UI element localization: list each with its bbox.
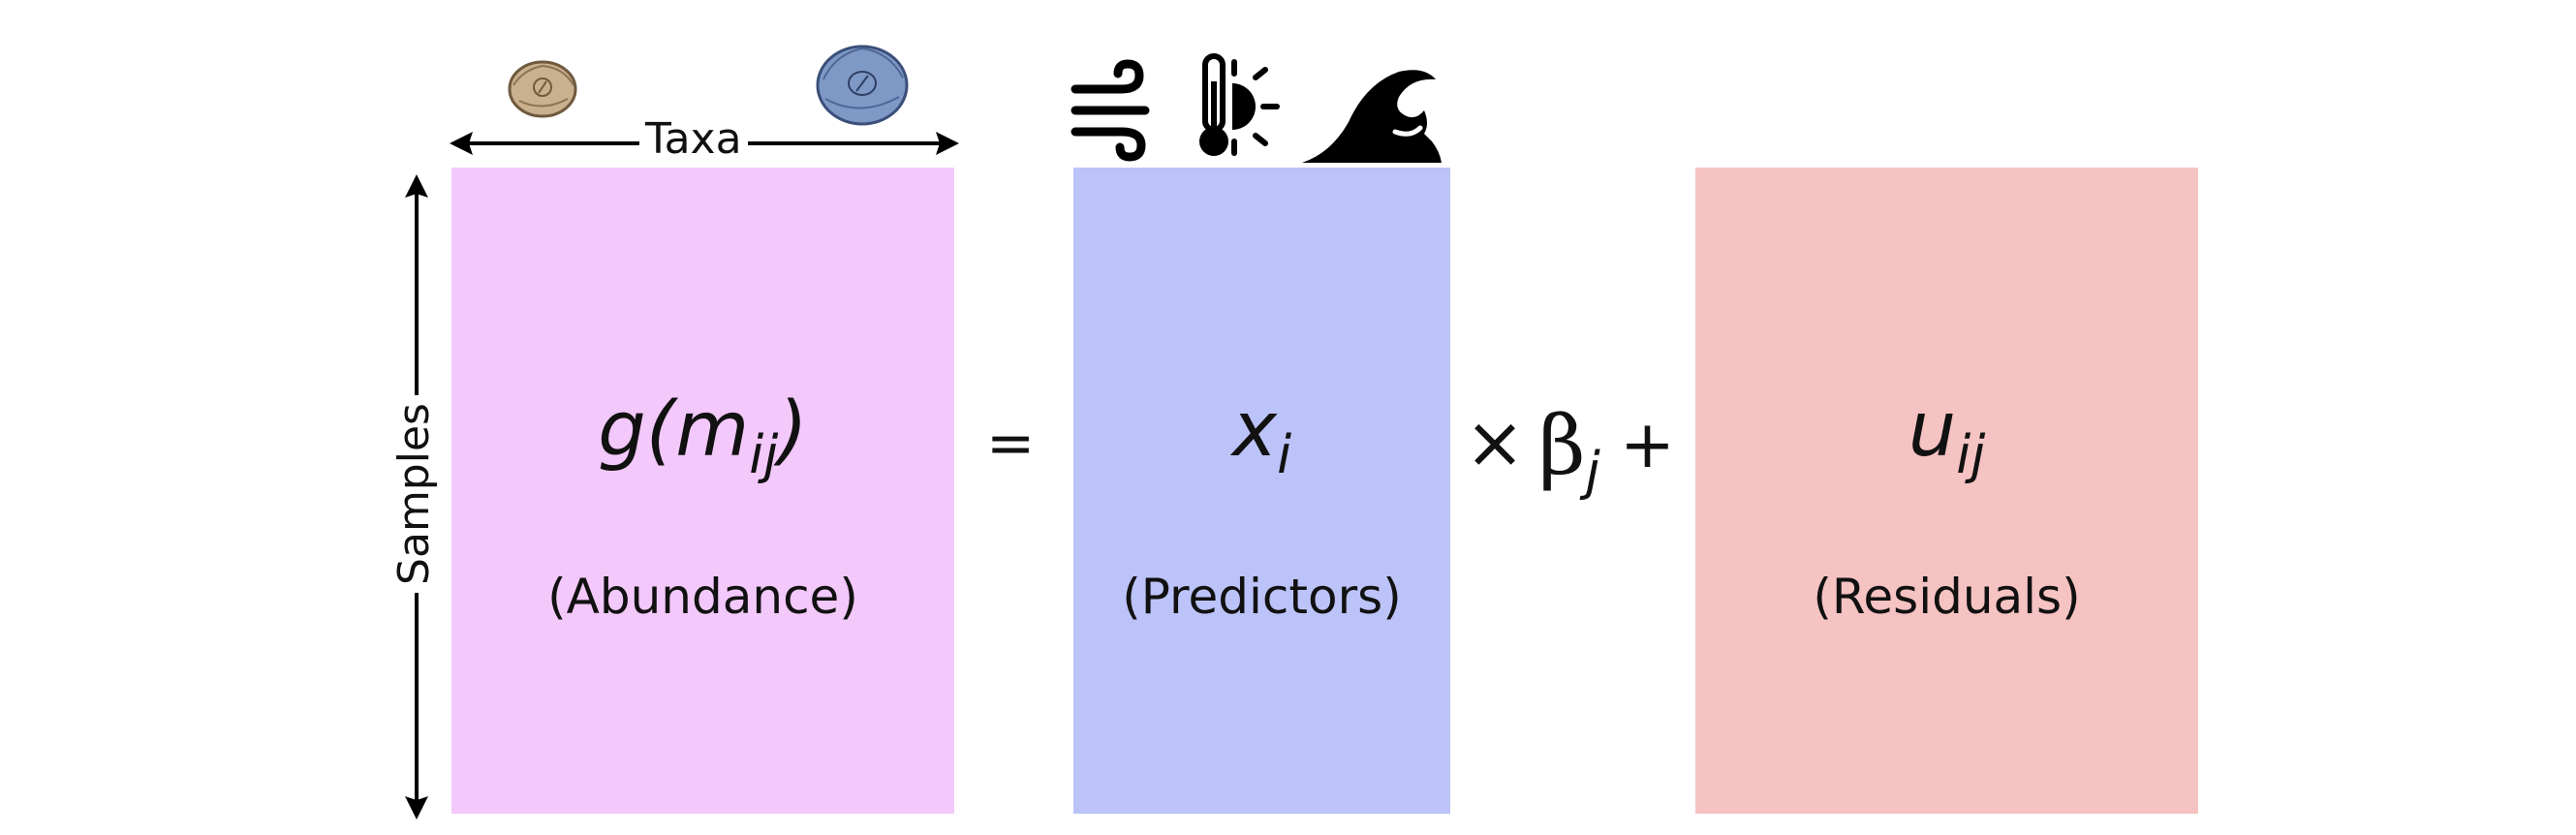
beta-coefficient: βj — [1538, 398, 1600, 502]
taxa-label: Taxa — [639, 118, 748, 161]
equals-sign: = — [986, 410, 1036, 478]
taxon-large-icon — [816, 45, 909, 126]
abundance-caption: (Abundance) — [547, 569, 858, 625]
times-sign: × — [1465, 401, 1526, 484]
abundance-symbol: g(mij) — [598, 387, 808, 485]
predictors-matrix: xi (Predictors) — [1073, 168, 1450, 814]
predictors-symbol: xi — [1231, 387, 1292, 485]
wave-icon — [1302, 70, 1442, 163]
wind-icon — [1071, 59, 1150, 162]
thermometer-sun-icon — [1199, 53, 1280, 156]
predictors-caption: (Predictors) — [1122, 569, 1402, 625]
residuals-symbol: uij — [1908, 387, 1986, 485]
samples-label: Samples — [389, 395, 439, 593]
residuals-caption: (Residuals) — [1813, 569, 2081, 625]
residuals-matrix: uij (Residuals) — [1695, 168, 2198, 814]
plus-sign: + — [1620, 407, 1675, 483]
taxon-small-icon — [508, 60, 577, 118]
abundance-matrix: g(mij) (Abundance) — [451, 168, 954, 814]
